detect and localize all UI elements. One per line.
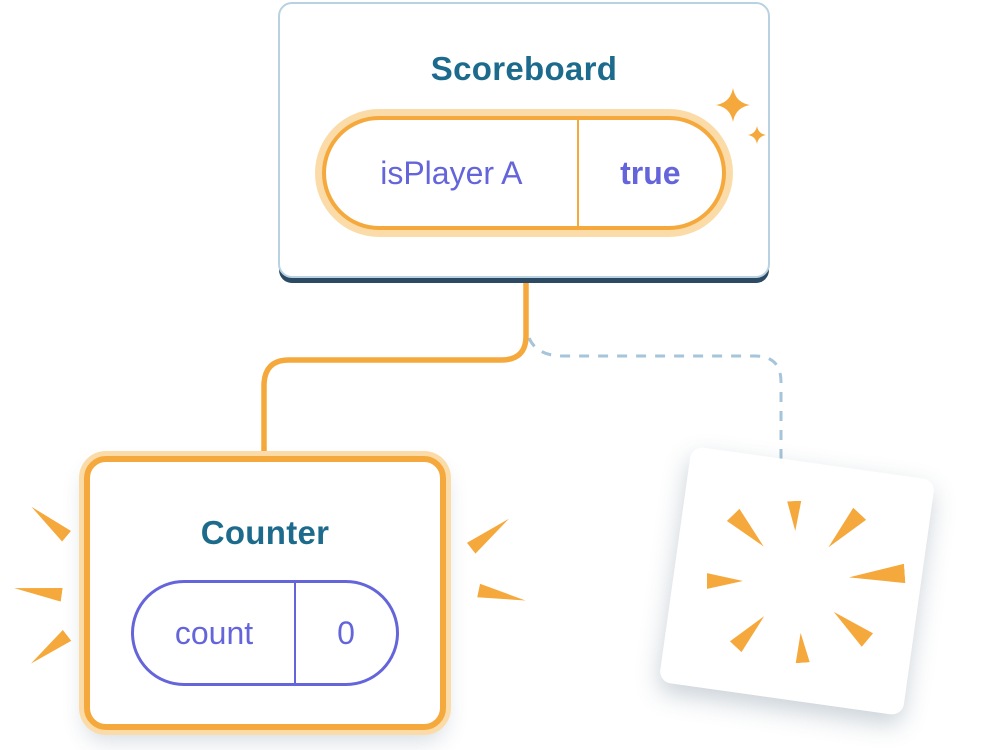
pill-divider: [576, 120, 579, 226]
dashed-connector-to-removed-component: [527, 337, 783, 466]
prop-name-label: isPlayer A: [380, 154, 523, 191]
solid-connector-to-counter: [261, 281, 529, 464]
prop-value-label: true: [620, 154, 681, 191]
pill-divider: [294, 583, 296, 683]
poof-ray: [827, 604, 874, 648]
poof-ray: [821, 507, 867, 554]
scoreboard-title: Scoreboard: [430, 50, 618, 87]
counter-component-card: Counter count 0: [84, 456, 446, 730]
poof-ray: [786, 501, 803, 532]
scoreboard-prop-pill: isPlayer A true: [322, 116, 726, 230]
sparkles-icon: [716, 88, 766, 144]
poof-ray: [793, 632, 811, 663]
scoreboard-component-card: Scoreboard isPlayer A true: [278, 2, 770, 278]
state-name-label: count: [174, 614, 254, 651]
counter-title: Counter: [200, 514, 330, 551]
poof-ray: [726, 508, 771, 554]
counter-state-pill: count 0: [131, 580, 399, 686]
destroyed-component-card: [658, 446, 936, 716]
poof-ray: [848, 562, 905, 588]
poof-ray: [707, 572, 743, 590]
poof-ray: [729, 610, 771, 653]
state-value-label: 0: [337, 614, 355, 651]
